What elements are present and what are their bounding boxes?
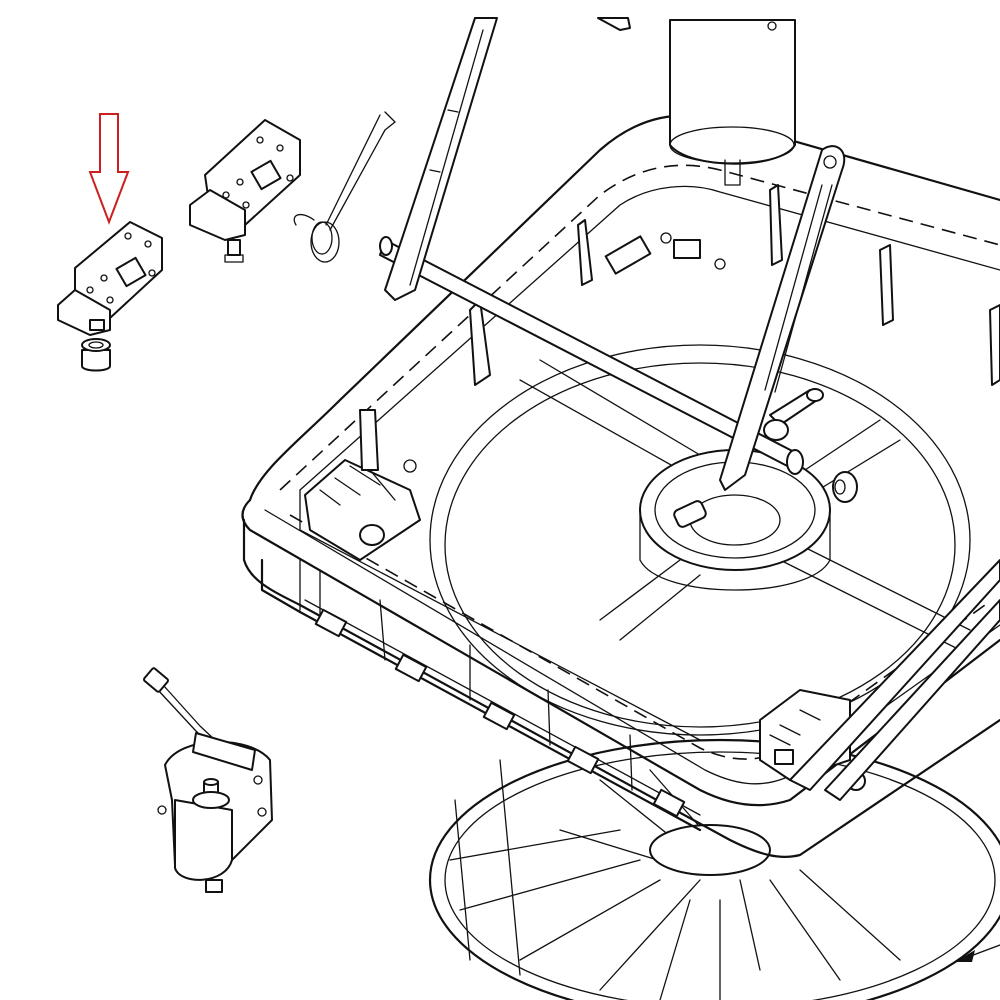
drive-motor <box>143 667 273 893</box>
leader-arrow-icon <box>955 944 1000 962</box>
gear-bracket <box>189 119 301 263</box>
front-clips <box>314 608 686 818</box>
upper-motor-cylinder <box>669 19 796 186</box>
fan-blade <box>428 738 1000 1000</box>
lift-arm-right <box>719 145 846 491</box>
motor-label <box>192 732 256 771</box>
arm-knob <box>763 388 824 441</box>
lift-arm-lower <box>789 559 1000 801</box>
cross-rod <box>379 236 804 475</box>
bushing <box>81 338 111 372</box>
lift-arm-left <box>384 17 498 301</box>
gear-bracket-highlighted <box>57 221 163 336</box>
top-latch <box>597 17 631 31</box>
highlight-arrow-icon <box>88 113 130 225</box>
torsion-spring <box>293 111 396 263</box>
left-catch <box>304 409 421 561</box>
